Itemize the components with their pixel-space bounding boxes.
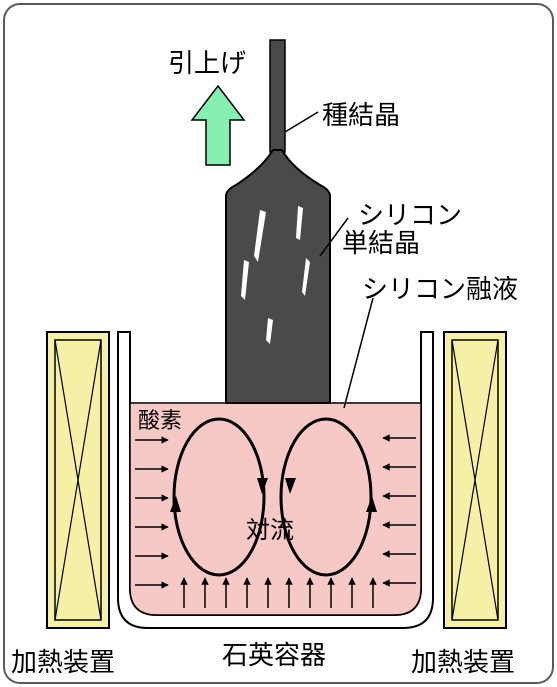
silicon-single-crystal [225, 149, 331, 404]
heater-left-label: 加熱装置 [11, 648, 115, 678]
convection-loops [172, 417, 373, 577]
silicon-melt [129, 402, 422, 616]
oxygen-arrows-bottom [180, 577, 377, 608]
crystal-highlights [241, 206, 310, 344]
oxygen-arrows-left [135, 436, 169, 589]
single-crystal-label-line1: シリコン [358, 201, 462, 231]
pull-up-label: 引上げ [168, 49, 246, 79]
leader-lines [284, 111, 374, 409]
pull-up-arrow [190, 84, 246, 166]
seed-crystal-rod [269, 39, 286, 153]
melt-label: シリコン融液 [362, 275, 518, 305]
heater-right-label: 加熱装置 [411, 648, 515, 678]
convection-arrowheads [170, 478, 377, 512]
oxygen-label: 酸素 [138, 409, 182, 434]
single-crystal-label-line2: 単結晶 [342, 229, 420, 259]
seed-crystal-label: 種結晶 [322, 101, 400, 131]
crucible-label: 石英容器 [222, 641, 326, 671]
oxygen-arrows-right [382, 434, 416, 587]
heater-right [443, 331, 507, 629]
heater-left [46, 331, 110, 629]
convection-label: 対流 [246, 516, 294, 544]
